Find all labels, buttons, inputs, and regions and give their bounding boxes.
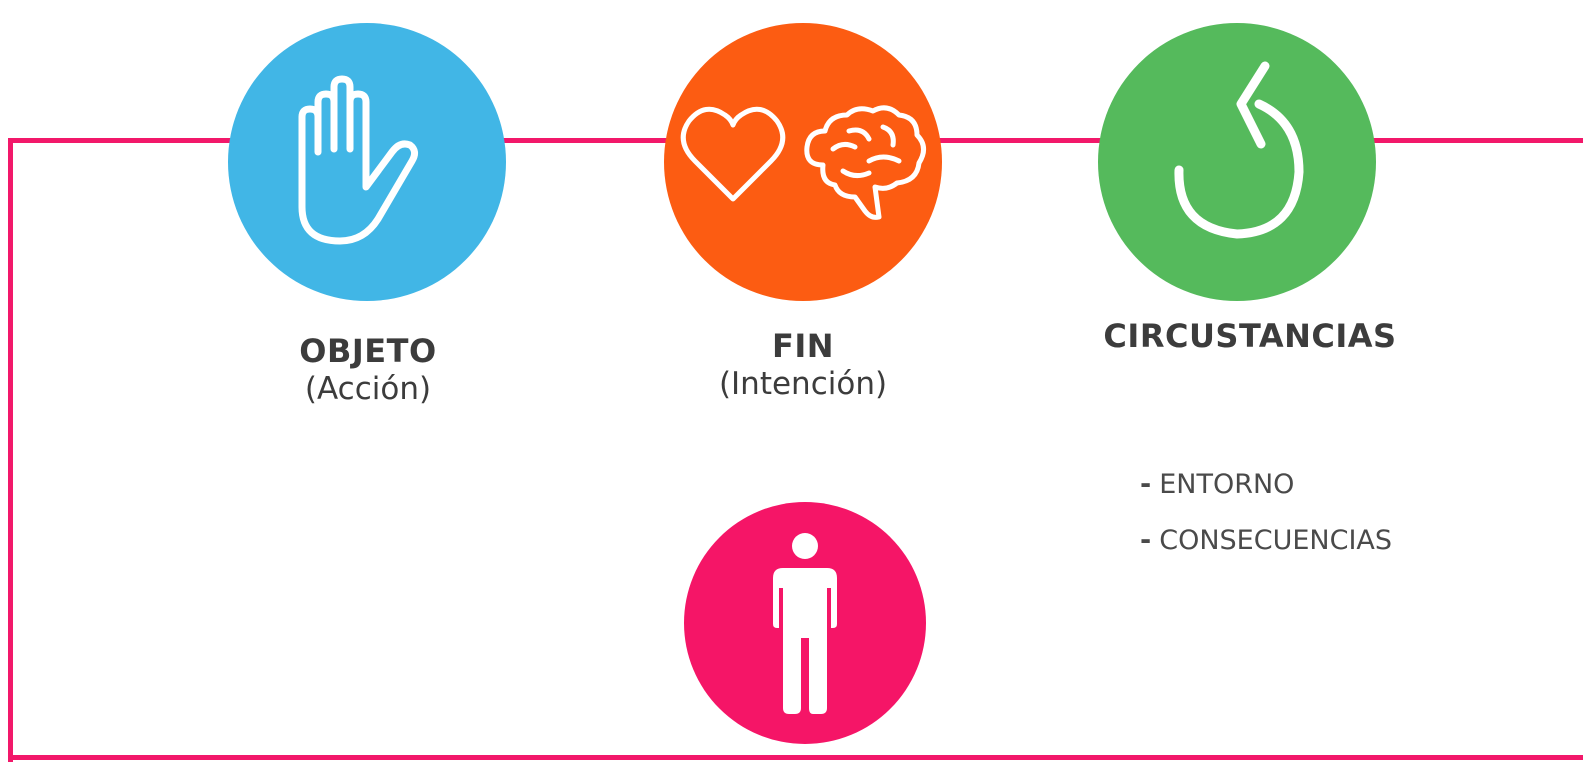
- frame-bottom-line: [8, 755, 1583, 760]
- list-item: -CONSECUENCIAS: [1140, 518, 1392, 574]
- objeto-circle: [228, 23, 506, 301]
- persona-circle: [684, 502, 926, 744]
- person-icon: [773, 533, 837, 714]
- bullet-dash: -: [1140, 525, 1152, 556]
- fin-title: FIN: [771, 327, 835, 365]
- circular-arrow-icon: [1174, 61, 1304, 239]
- fin-subtitle: (Intención): [718, 365, 888, 402]
- frame-left-line: [8, 138, 13, 762]
- objeto-label: OBJETO (Acción): [238, 332, 498, 407]
- objeto-title: OBJETO: [299, 332, 437, 370]
- heart-brain-icon: [680, 105, 926, 220]
- bullet-dash: -: [1140, 469, 1152, 500]
- heart-icon: [680, 106, 786, 202]
- circunstancias-list: -ENTORNO -CONSECUENCIAS: [1140, 462, 1392, 574]
- fin-label: FIN (Intención): [673, 327, 933, 402]
- circunstancias-label: CIRCUSTANCIAS: [1070, 317, 1430, 356]
- list-item: -ENTORNO: [1140, 462, 1392, 518]
- hand-icon: [298, 75, 419, 245]
- brain-icon: [804, 105, 926, 220]
- bullet-text: ENTORNO: [1159, 469, 1295, 500]
- circunstancias-circle: [1098, 23, 1376, 301]
- bullet-text: CONSECUENCIAS: [1159, 525, 1393, 556]
- objeto-subtitle: (Acción): [304, 370, 432, 407]
- circunstancias-title: CIRCUSTANCIAS: [1103, 317, 1397, 355]
- fin-circle: [664, 23, 942, 301]
